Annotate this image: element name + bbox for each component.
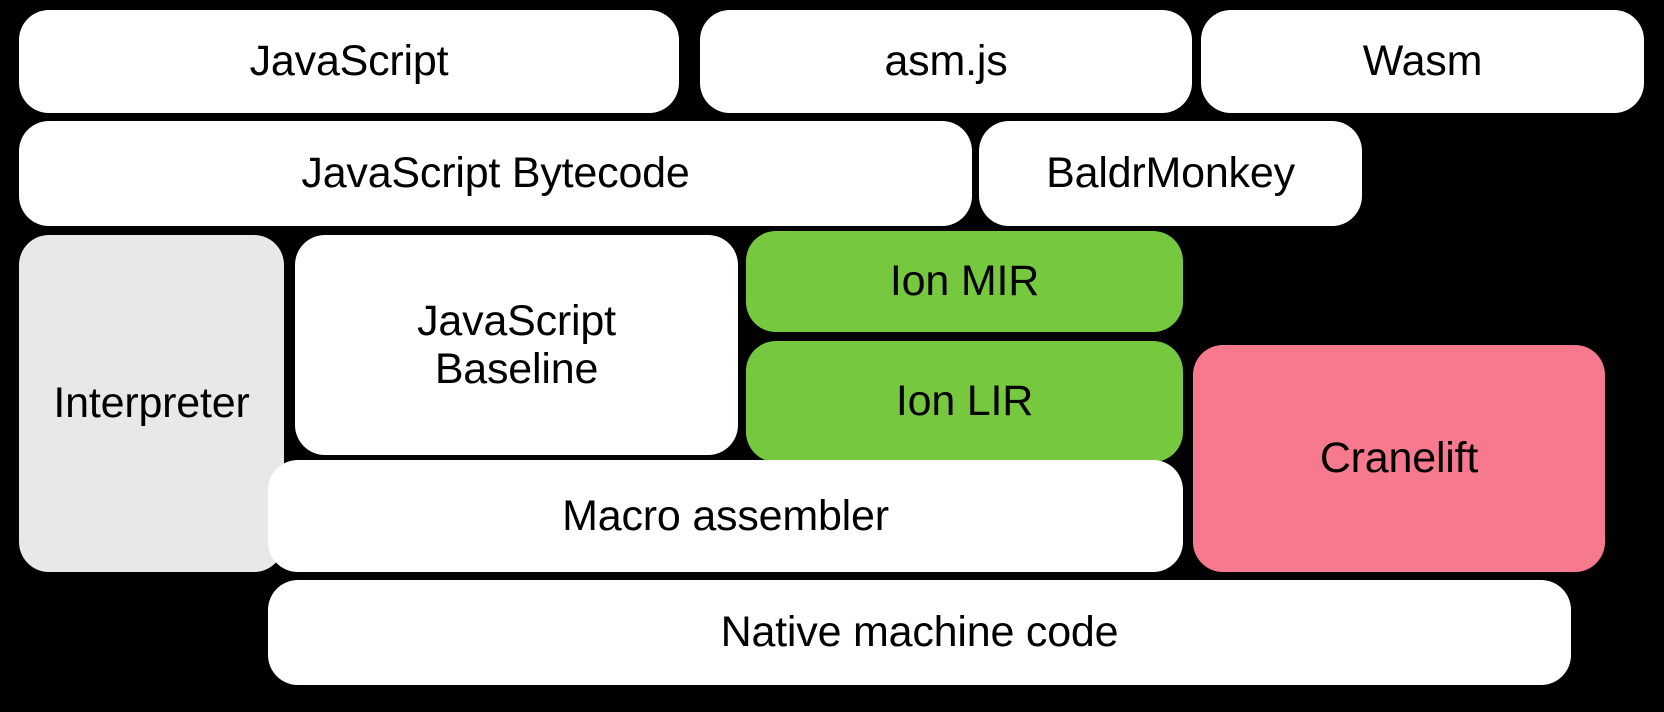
node-javascript-baseline[interactable]: JavaScript Baseline: [295, 235, 738, 455]
node-javascript-bytecode[interactable]: JavaScript Bytecode: [19, 121, 972, 226]
node-baldrmonkey[interactable]: BaldrMonkey: [979, 121, 1362, 226]
node-javascript[interactable]: JavaScript: [19, 10, 679, 113]
node-macro-assembler[interactable]: Macro assembler: [268, 460, 1183, 572]
node-cranelift[interactable]: Cranelift: [1193, 345, 1605, 572]
node-wasm[interactable]: Wasm: [1201, 10, 1644, 113]
node-asm-js[interactable]: asm.js: [700, 10, 1192, 113]
node-interpreter[interactable]: Interpreter: [19, 235, 284, 572]
node-ion-mir[interactable]: Ion MIR: [746, 231, 1183, 332]
node-ion-lir[interactable]: Ion LIR: [746, 341, 1183, 462]
node-native-machine-code[interactable]: Native machine code: [268, 580, 1571, 685]
